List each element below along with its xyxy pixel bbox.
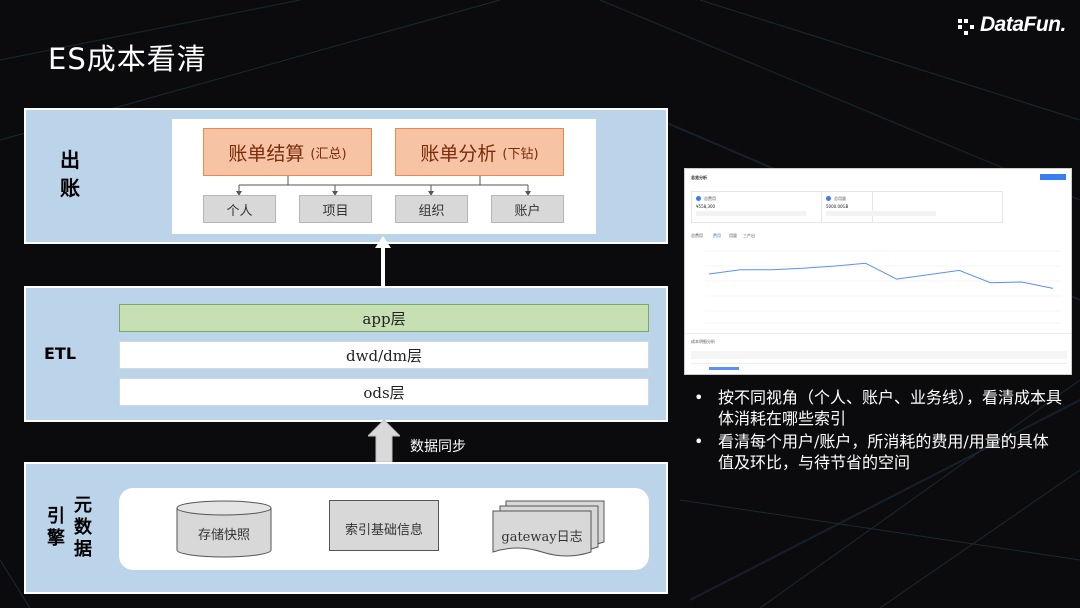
metadata-side-label-right: 元数据 — [74, 495, 92, 560]
thumb-card-2-title: 总用量 — [834, 196, 846, 201]
thumb-card-2-icon — [826, 196, 831, 201]
thumb-table-row — [691, 363, 1067, 364]
bullet-text-2: 看清每个用户/账户，所消耗的费用/用量的具体值及环比，与待节省的空间 — [718, 432, 1049, 472]
sync-label: 数据同步 — [410, 439, 466, 455]
thumb-title: 总览分析 — [691, 175, 707, 180]
datafun-logo: DataFun. — [980, 13, 1066, 36]
dimension-org: 组织 — [395, 195, 468, 223]
bullet-item: • 看清每个用户/账户，所消耗的费用/用量的具体值及环比，与待节省的空间 — [694, 431, 1064, 473]
bullet-dot-icon: • — [694, 432, 704, 451]
thumb-tab-2: 用量 — [729, 233, 737, 238]
thumb-tab-3: 三产出 — [743, 233, 755, 238]
logo-mark-icon — [958, 19, 974, 35]
thumb-table-progress — [709, 367, 739, 370]
billing-summary-label: 账单结算 — [228, 142, 305, 165]
thumb-tab-1: 费用 — [713, 233, 721, 238]
dimension-person: 个人 — [203, 195, 276, 223]
thumb-card-2 — [821, 191, 1003, 223]
billing-connectors — [236, 176, 531, 196]
dimension-account: 账户 — [491, 195, 564, 223]
metadata-side-label-left: 引擎 — [47, 506, 65, 549]
billing-summary-box: 账单结算 (汇总) — [203, 128, 372, 176]
thumb-card-1 — [691, 191, 873, 223]
storage-snapshot-cylinder — [176, 500, 272, 558]
thumb-divider — [685, 333, 1071, 334]
thumb-line-chart — [705, 250, 1061, 324]
thumb-card-1-bar — [696, 211, 806, 216]
billing-analysis-box: 账单分析 (下钻) — [395, 128, 564, 176]
bullet-list: • 按不同视角（个人、账户、业务线），看清成本具体消耗在哪些索引 • 看清每个用… — [694, 387, 1064, 475]
thumb-card-2-bar — [826, 211, 936, 216]
bullet-text-1: 按不同视角（个人、账户、业务线），看清成本具体消耗在哪些索引 — [718, 388, 1063, 428]
slide-title: ES成本看清 — [48, 42, 207, 76]
billing-summary-sub: (汇总) — [310, 146, 347, 162]
thumb-action-button — [1040, 174, 1066, 180]
thumb-card-1-icon — [696, 196, 701, 201]
thumb-table-header — [691, 351, 1067, 359]
billing-analysis-sub: (下钻) — [502, 146, 539, 162]
layer-app: app层 — [119, 304, 649, 332]
layer-dwd-dm: dwd/dm层 — [119, 341, 649, 369]
thumb-card-1-value: ¥558,300 — [696, 204, 716, 209]
bullet-item: • 按不同视角（个人、账户、业务线），看清成本具体消耗在哪些索引 — [694, 387, 1064, 429]
dimension-project: 项目 — [299, 195, 372, 223]
bullet-dot-icon: • — [694, 388, 704, 407]
sync-arrow-icon — [368, 420, 400, 462]
gateway-log-documents-icon — [492, 500, 605, 557]
thumb-card-1-title: 总费用 — [704, 196, 716, 201]
gateway-log-label: gateway日志 — [501, 530, 583, 545]
index-info-label: 索引基础信息 — [344, 523, 423, 538]
dashboard-screenshot: 总览分析 总费用 ¥558,300 总用量 5000.00GB 总费用 费用 用… — [684, 168, 1072, 375]
thumb-tab-0: 总费用 — [691, 233, 703, 238]
billing-analysis-label: 账单分析 — [420, 142, 497, 165]
layer-ods: ods层 — [119, 378, 649, 406]
index-info-box — [329, 500, 439, 551]
etl-side-label: ETL — [44, 344, 77, 363]
storage-snapshot-label: 存储快照 — [197, 528, 250, 543]
billing-side-label: 出账 — [60, 148, 80, 200]
thumb-card-2-value: 5000.00GB — [826, 204, 849, 209]
thumb-chart-series — [708, 262, 1054, 289]
thumb-table-title: 成本明细分析 — [691, 339, 715, 344]
